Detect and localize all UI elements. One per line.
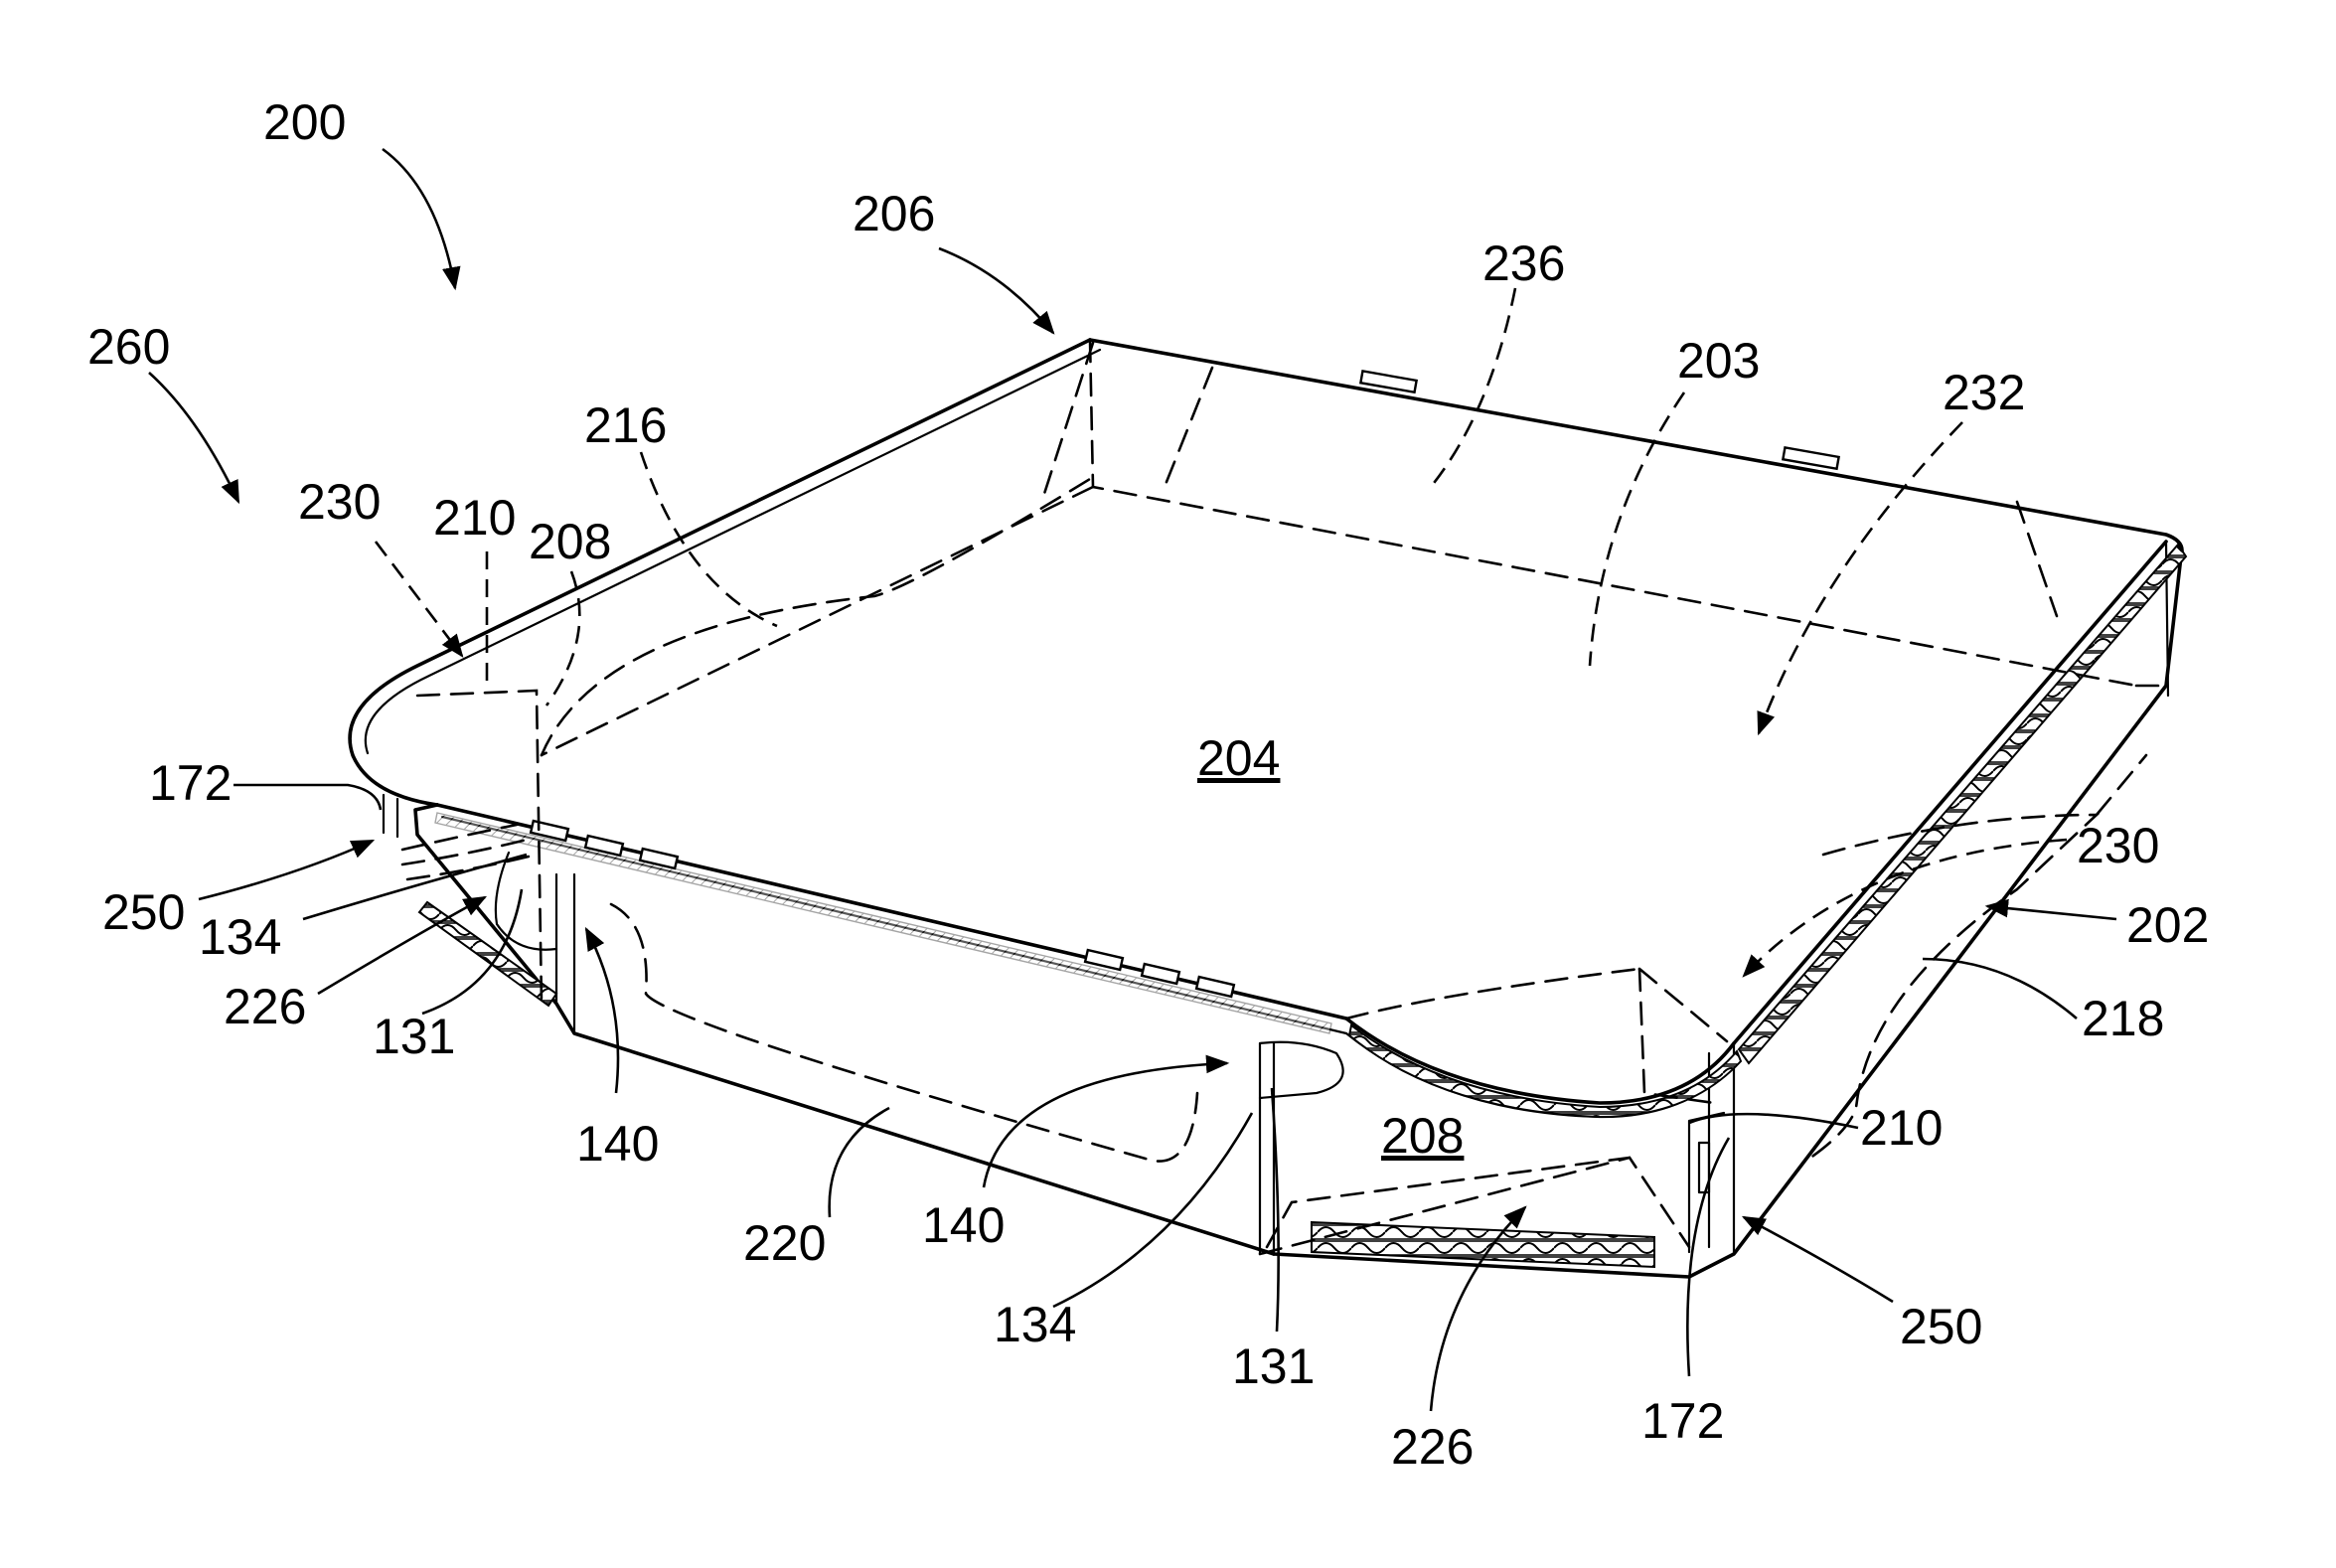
label-226-bottom: 226 [1391,1419,1474,1475]
label-216: 216 [584,397,667,453]
label-172-bottom: 172 [1641,1393,1724,1449]
label-131-left: 131 [373,1009,455,1064]
label-208-left: 208 [529,514,611,569]
label-220: 220 [743,1215,826,1271]
flaps [496,853,1724,1252]
label-140-left: 140 [576,1116,659,1172]
label-172-left: 172 [149,755,232,811]
label-200: 200 [263,94,346,150]
label-230-right: 230 [2077,818,2159,873]
label-230-left: 230 [298,474,381,530]
label-236: 236 [1482,235,1565,291]
label-134-bottom: 134 [994,1297,1076,1352]
reference-labels: 200 206 236 203 232 260 216 230 210 208 … [87,94,2209,1475]
label-208-right: 208 [1381,1108,1464,1164]
label-204: 204 [1197,730,1280,786]
label-250-right: 250 [1900,1299,1982,1354]
label-226-left: 226 [224,979,306,1034]
label-260: 260 [87,319,170,375]
label-206: 206 [853,186,935,241]
label-210-left: 210 [433,490,516,546]
label-250-left: 250 [102,884,185,940]
leader-lines [149,149,2116,1411]
label-218: 218 [2082,991,2164,1046]
label-203: 203 [1677,333,1760,389]
label-140-bottom: 140 [922,1197,1005,1253]
label-232: 232 [1943,365,2025,420]
label-202: 202 [2126,897,2209,953]
label-134-left: 134 [199,909,281,965]
label-210-right: 210 [1860,1100,1943,1156]
label-131-bottom: 131 [1232,1338,1315,1394]
corrugated-edges [419,545,2186,1267]
